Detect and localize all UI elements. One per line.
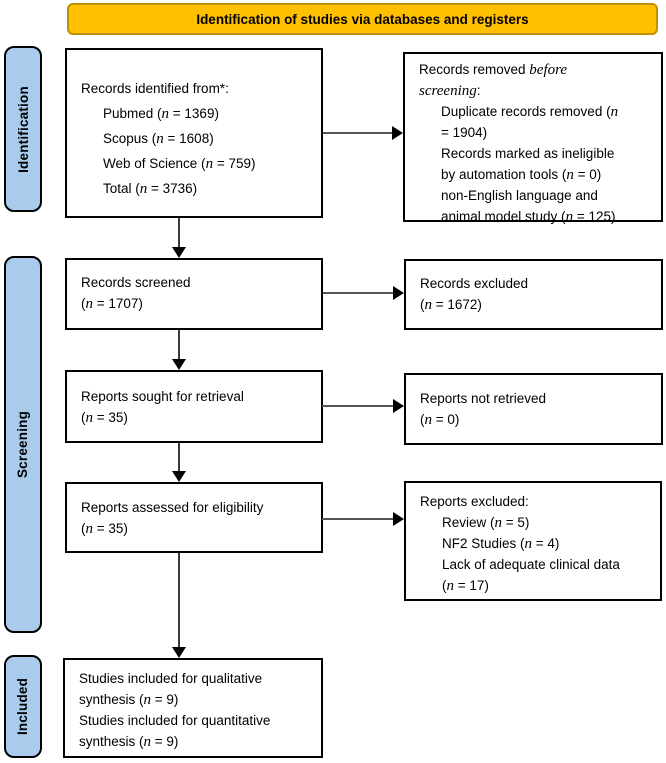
banner-title: Identification of studies via databases … (67, 3, 658, 35)
stage-included-label: Included (15, 677, 31, 736)
text-line: Reports excluded: (420, 494, 529, 509)
arrowhead-icon (172, 359, 186, 370)
text-line: Scopus (n = 1608) (103, 131, 214, 147)
stage-screening: Screening (4, 256, 42, 633)
text-line: Records removed before (419, 62, 568, 78)
text-line: NF2 Studies (n = 4) (442, 536, 560, 552)
arrowhead-icon (392, 126, 403, 140)
box-reports-not-retrieved: Reports not retrieved (n = 0) (404, 373, 663, 445)
box-records-removed: Records removed before screening: Duplicat… (403, 52, 663, 225)
text-line: Records excluded (420, 276, 529, 291)
box-records-identified: Records identified from*: Pubmed (n = 136… (65, 48, 323, 218)
arrowhead-icon (393, 286, 404, 300)
arrow-shaft (178, 443, 180, 472)
box-records-excluded: Records excluded (n = 1672) (404, 259, 663, 330)
arrow-shaft (178, 218, 180, 248)
stage-screening-label: Screening (15, 410, 31, 479)
text-line: (n = 1707) (81, 296, 143, 312)
text-line: Reports not retrieved (420, 391, 547, 406)
arrowhead-icon (172, 247, 186, 258)
arrow-right-icon (323, 126, 403, 140)
box-studies-included: Studies included for qualitative synthesi… (63, 658, 323, 758)
text-line: Studies included for qualitative (79, 671, 263, 686)
stage-identification-label: Identification (15, 85, 31, 173)
text-line: screening: (419, 83, 481, 99)
arrowhead-icon (172, 647, 186, 658)
arrow-shaft (178, 553, 180, 648)
arrow-right-icon (322, 399, 404, 413)
arrow-shaft (323, 292, 395, 294)
arrow-shaft (322, 405, 395, 407)
text-line: (n = 35) (81, 410, 128, 426)
stage-included: Included (4, 655, 42, 758)
arrow-shaft (178, 330, 180, 360)
arrow-right-icon (323, 286, 404, 300)
text-line: = 1904) (441, 125, 488, 140)
text-line: synthesis (n = 9) (79, 734, 179, 750)
text-line: Review (n = 5) (442, 515, 530, 531)
text-line: Studies included for quantitative (79, 713, 271, 728)
text-line: non-English language and (441, 188, 598, 203)
box-records-screened: Records screened (n = 1707) (65, 258, 323, 330)
stage-identification: Identification (4, 46, 42, 212)
text-line: Records identified from*: (81, 81, 229, 96)
arrowhead-icon (393, 512, 404, 526)
arrow-shaft (323, 132, 394, 134)
arrow-down-icon (172, 553, 186, 658)
text-line: (n = 1672) (420, 297, 482, 313)
text-line: Web of Science (n = 759) (103, 156, 256, 172)
arrow-down-icon (172, 218, 186, 258)
arrow-down-icon (172, 443, 186, 482)
arrowhead-icon (393, 399, 404, 413)
arrow-down-icon (172, 330, 186, 370)
box-reports-excluded: Reports excluded: Review (n = 5) NF2 Studi… (404, 481, 662, 601)
text-line: animal model study (n = 125) (441, 209, 616, 225)
text-line: (n = 35) (81, 521, 128, 537)
text-line: (n = 0) (420, 412, 460, 428)
text-line: by automation tools (n = 0) (441, 167, 602, 183)
text-line: Total (n = 3736) (103, 181, 198, 197)
text-line: Duplicate records removed (n (441, 104, 619, 120)
arrowhead-icon (172, 471, 186, 482)
text-line: synthesis (n = 9) (79, 692, 179, 708)
text-line: Records marked as ineligible (441, 146, 615, 161)
text-line: Reports sought for retrieval (81, 389, 244, 404)
text-line: Lack of adequate clinical data (442, 557, 620, 572)
text-line: Records screened (81, 275, 191, 290)
box-reports-assessed: Reports assessed for eligibility (n = 35) (65, 482, 323, 553)
arrow-shaft (322, 518, 395, 520)
text-line: Pubmed (n = 1369) (103, 106, 219, 122)
text-line: (n = 17) (442, 578, 489, 594)
text-line: Reports assessed for eligibility (81, 500, 264, 515)
arrow-right-icon (322, 512, 404, 526)
box-reports-sought: Reports sought for retrieval (n = 35) (65, 370, 323, 443)
